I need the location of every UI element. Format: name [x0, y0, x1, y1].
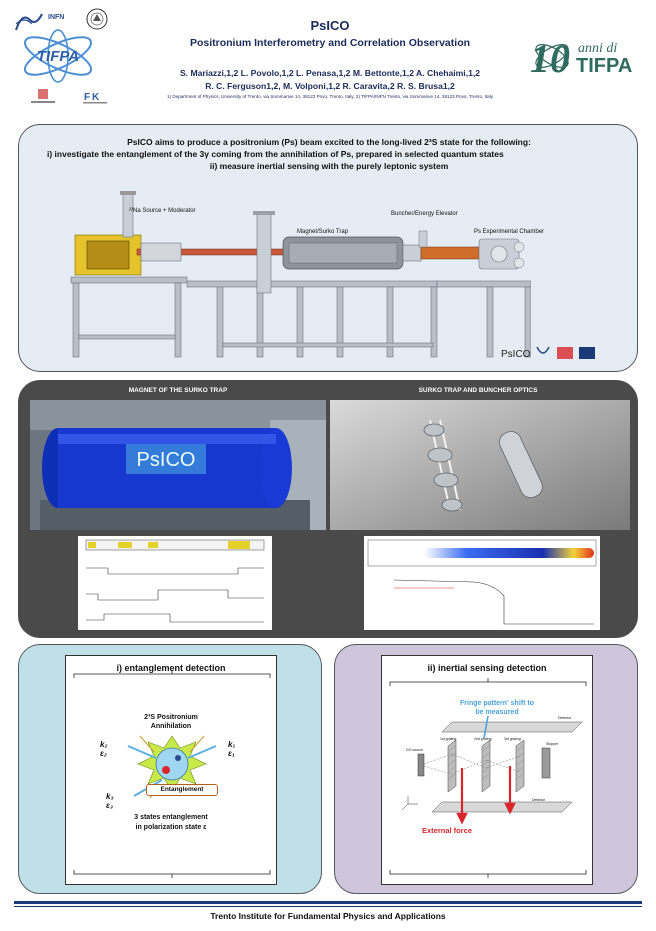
trap-potential-diagram: [78, 536, 272, 630]
optics-photo: [330, 400, 630, 530]
footer-rule-thin: [14, 906, 642, 907]
entanglement-caption-line2: in polarization state ε: [135, 824, 207, 831]
inertial-panel: ii) inertial sensing detection: [334, 644, 638, 894]
anniversary-number: 10: [530, 36, 570, 81]
inertial-title: ii) inertial sensing detection: [427, 663, 547, 673]
entanglement-title: i) entanglement detection: [116, 663, 226, 673]
grating1-label: 1st grating: [440, 737, 457, 741]
interferometer-graphic: [389, 678, 587, 878]
tifpa-logo: TIFPA: [18, 28, 98, 84]
svg-text:K: K: [92, 92, 100, 103]
poster-title: PsICO: [310, 18, 350, 33]
label-magnet-trap: Magnet/Surko Trap: [297, 229, 349, 235]
tifpa-atom-icon: TIFPA: [23, 29, 93, 83]
intro-line-2: i) investigate the entanglement of the 3…: [47, 149, 504, 159]
fringe-caption-line2: be measured: [475, 709, 519, 716]
footer-rule: [14, 901, 642, 904]
anniversary-text: anni di: [578, 41, 617, 56]
fringe-caption-line1: Fringe pattern' shift to: [460, 700, 534, 707]
intro-panel: PsICO aims to produce a positronium (Ps)…: [18, 124, 638, 372]
source-label: 2³S source: [406, 748, 423, 752]
magnet-photo: PsICO: [30, 400, 326, 530]
footer-text: Trento Institute for Fundamental Physics…: [210, 911, 446, 921]
ps-annihilation-line2: Annihilation: [150, 723, 192, 730]
entanglement-caption-line1: 3 states entanglement: [134, 814, 208, 821]
grating2-label: 2nd grating: [474, 737, 492, 741]
buncher-energy-diagram: [364, 536, 600, 630]
photo-title-magnet: MAGNET OF THE SURKO TRAP: [128, 387, 228, 394]
university-seal-icon: [86, 8, 108, 30]
detector-bottom-label: Detector: [532, 798, 546, 802]
entanglement-panel: i) entanglement detection 2³S Posi: [18, 644, 322, 894]
entanglement-figure: i) entanglement detection 2³S Posi: [65, 655, 277, 885]
partner-logos-icon: PsICO: [501, 346, 595, 360]
label-source-moderator: ²²Na Source + Moderator: [129, 208, 196, 214]
infn-logo-text: INFN: [48, 14, 65, 21]
svg-text:F: F: [84, 92, 90, 103]
photo-title-optics: SURKO TRAP AND BUNCHER OPTICS: [418, 387, 538, 394]
intro-line-1: PsICO aims to produce a positronium (Ps)…: [127, 137, 531, 147]
label-ps-chamber: Ps Experimental Chamber: [474, 229, 545, 235]
magnet-logo-text: PsICO: [137, 449, 196, 471]
svg-text:PsICO: PsICO: [501, 349, 531, 360]
external-force-label: External force: [422, 826, 473, 835]
tifpa-anniversary-logo: 10 anni di TIFPA: [530, 36, 632, 81]
entanglement-graphic: [73, 670, 271, 878]
fbk-logo-icon: F K: [83, 92, 107, 104]
grating3-label: 3rd grating: [504, 737, 521, 741]
poster-subtitle: Positronium Interferometry and Correlati…: [189, 37, 471, 49]
stopper-label: Stopper: [546, 742, 559, 746]
authors-line-1: S. Mariazzi,1,2 L. Povolo,1,2 L. Penasa,…: [179, 68, 481, 78]
ps-annihilation-line1: 2³S Positronium: [144, 714, 198, 721]
affiliations: 1) Department of Physics, University of …: [166, 94, 494, 99]
anniversary-brand: TIFPA: [576, 55, 632, 77]
inertial-figure: ii) inertial sensing detection: [381, 655, 593, 885]
intro-line-3: ii) measure inertial sensing with the pu…: [209, 161, 449, 171]
detector-top-label: Detector: [558, 716, 572, 720]
label-buncher: Buncher/Energy Elevator: [391, 211, 458, 217]
infn-logo-icon: [15, 13, 43, 31]
entanglement-box: Entanglement: [146, 784, 218, 796]
beamline-cad-drawing: [70, 191, 531, 358]
authors-line-2: R. C. Ferguson1,2, M. Volponi,1,2 R. Car…: [205, 81, 455, 91]
tifpa-logo-text: TIFPA: [37, 48, 79, 65]
poster-header: INFN TIFPA F K PsICO Positronium Interfe…: [0, 0, 656, 112]
unitn-logo-icon: [31, 89, 55, 103]
apparatus-photo-panel: MAGNET OF THE SURKO TRAP SURKO TRAP AND …: [18, 380, 638, 638]
